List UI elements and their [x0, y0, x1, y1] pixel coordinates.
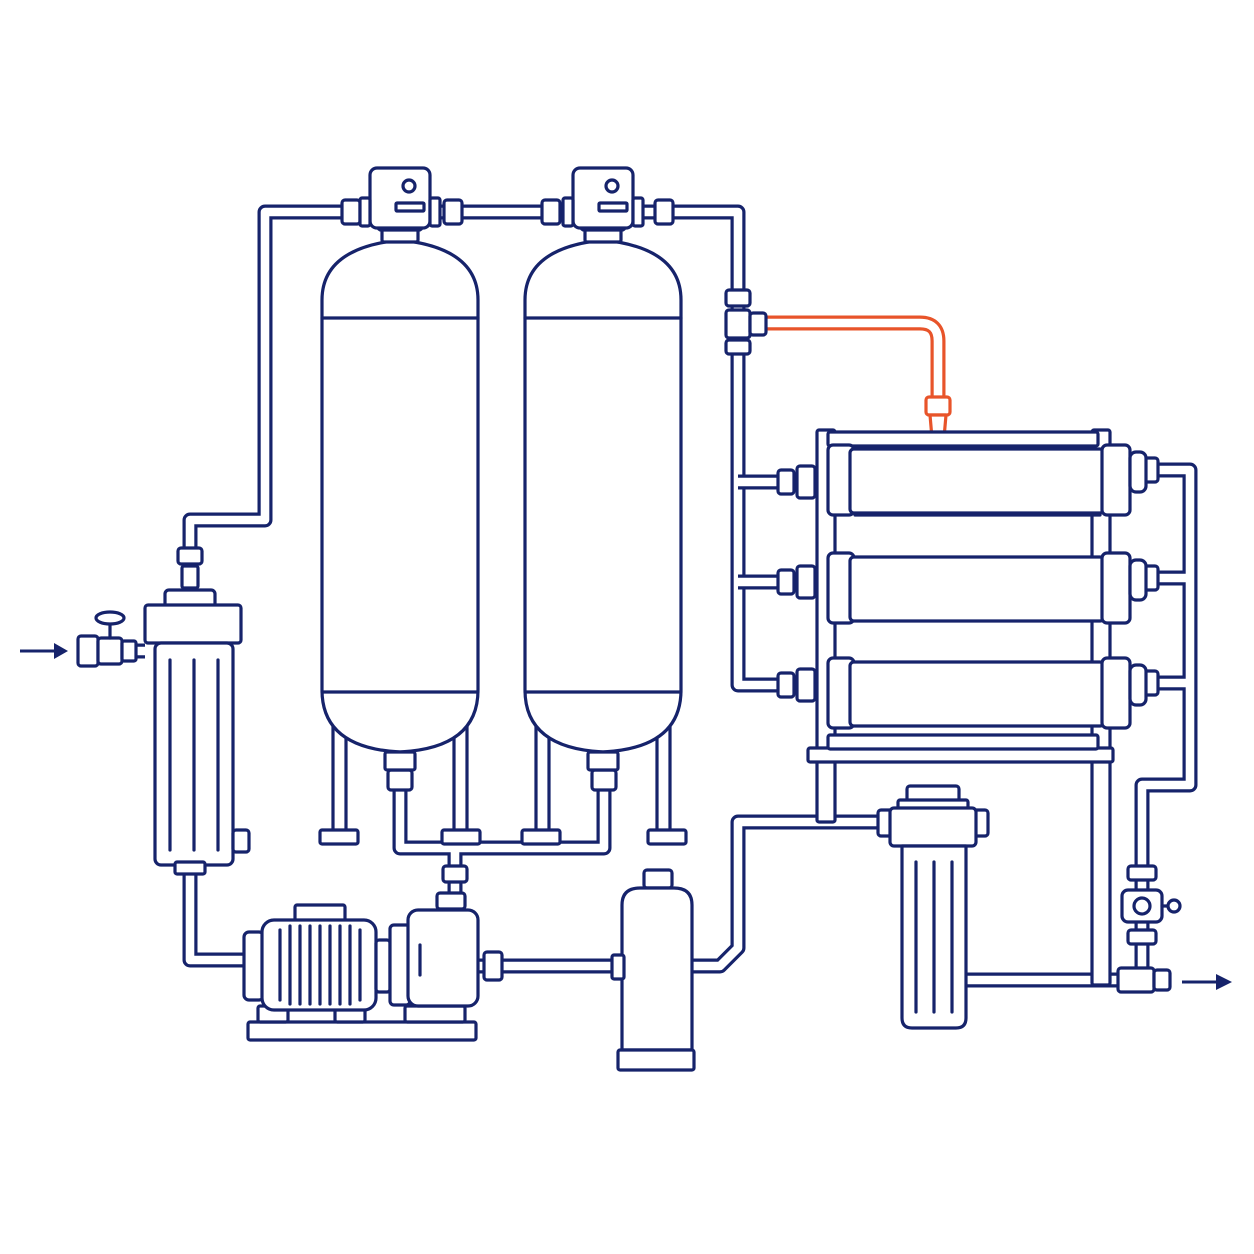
- centrifugal-pump: [388, 908, 480, 1008]
- media-tank-right: [520, 238, 688, 846]
- control-valve-left: [358, 166, 442, 244]
- inlet-valve: [76, 610, 138, 668]
- membrane-vessel-2: [826, 551, 1148, 625]
- valve-handwheel-icon: [94, 610, 126, 626]
- valve-indicator-icon: [604, 178, 620, 194]
- media-tank-left: [318, 238, 482, 846]
- highlighted-feed-pipe: [765, 315, 952, 448]
- valve-indicator-icon: [401, 178, 417, 194]
- membrane-vessel-3: [826, 656, 1148, 730]
- outlet-valve: [1120, 864, 1182, 946]
- cartridge-filter: [610, 868, 696, 1072]
- inlet-arrow-icon: [20, 643, 68, 659]
- outlet-arrow-icon: [1182, 974, 1232, 990]
- control-valve-right: [561, 166, 645, 244]
- prefilter-housing: [143, 588, 251, 876]
- membrane-vessel-1: [826, 443, 1148, 517]
- pump-motor: [242, 903, 392, 1012]
- valve-handwheel-icon: [1166, 898, 1182, 914]
- post-filter-housing: [876, 784, 990, 1030]
